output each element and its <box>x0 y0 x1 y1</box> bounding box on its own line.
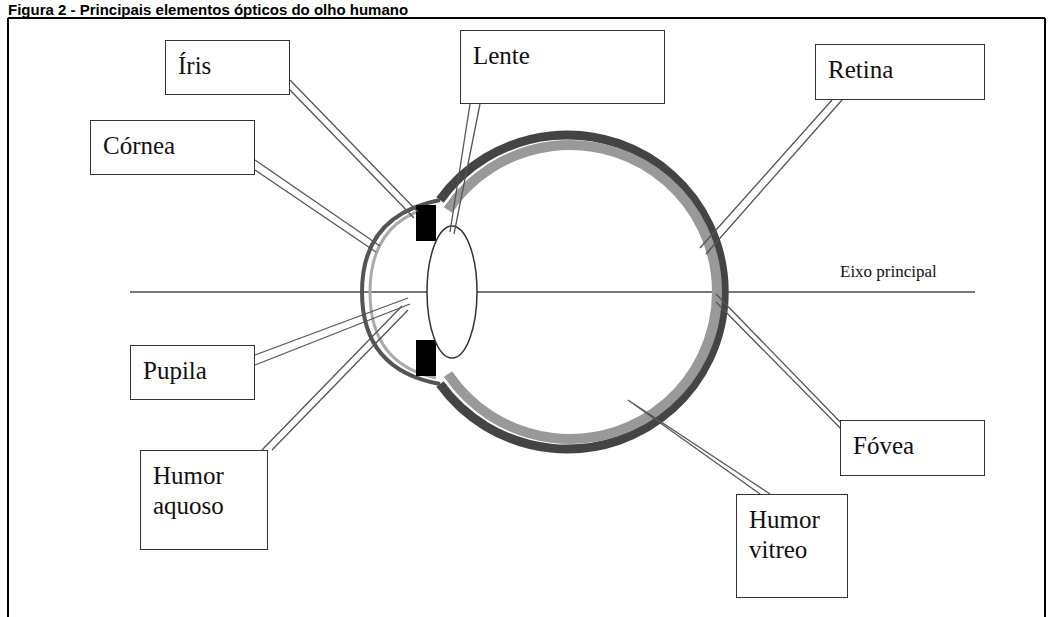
figure-title: Figura 2 - Principais elementos ópticos … <box>8 1 408 18</box>
part-name: Retina <box>828 55 972 85</box>
callout-box: Lente <box>460 30 665 104</box>
part-name: Humor vitreo <box>749 505 835 565</box>
retina-layer <box>448 145 717 439</box>
cornea-inner <box>370 206 436 378</box>
sclera <box>440 135 724 449</box>
part-name: Pupila <box>143 356 242 386</box>
lens-shape <box>427 226 477 358</box>
callout-box: Humor aquoso <box>140 450 268 550</box>
axis-label: Eixo principal <box>838 262 939 282</box>
part-name: Fóvea <box>853 431 972 461</box>
figure-frame <box>8 18 1045 617</box>
part-name: Lente <box>473 41 652 71</box>
callout-box: Córnea <box>90 120 255 175</box>
callout-box: Fóvea <box>840 420 985 476</box>
part-name: Íris <box>178 51 277 81</box>
iris-lower <box>416 340 436 376</box>
callout-box: Humor vitreo <box>736 494 848 598</box>
callout-box: Retina <box>815 44 985 100</box>
callout-box: Pupila <box>130 345 255 400</box>
leader-lines <box>255 80 852 494</box>
part-name: Humor aquoso <box>153 461 255 521</box>
callout-box: Íris <box>165 40 290 95</box>
part-name: Córnea <box>103 131 242 161</box>
iris-upper <box>416 205 436 241</box>
principal-axis <box>130 291 975 293</box>
